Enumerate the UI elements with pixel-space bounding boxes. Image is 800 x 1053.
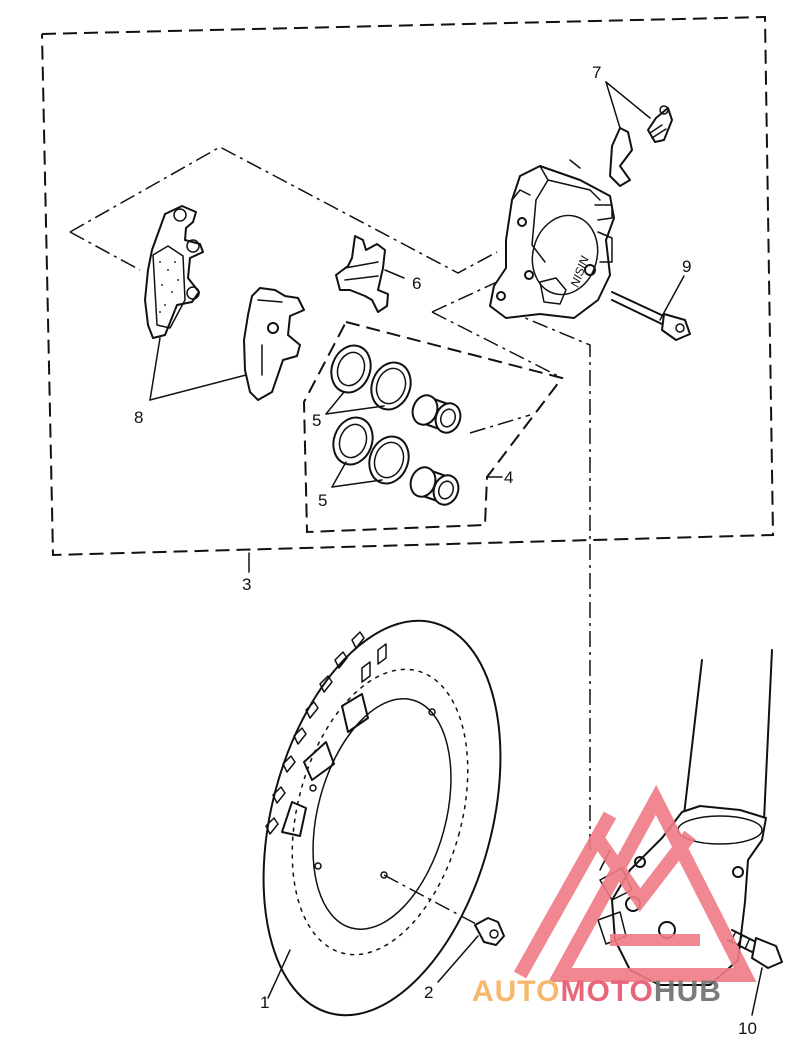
callout-1: 1 bbox=[260, 993, 269, 1012]
callout-3: 3 bbox=[242, 575, 251, 594]
brake-pad-right bbox=[243, 287, 305, 401]
callout-5b: 5 bbox=[318, 491, 327, 510]
watermark-text: AUTOMOTOHUB bbox=[472, 975, 722, 1008]
callout-2: 2 bbox=[424, 983, 433, 1002]
disc-bolt bbox=[474, 917, 505, 946]
callout-6: 6 bbox=[412, 274, 421, 293]
caliper-bolt bbox=[611, 291, 691, 341]
bleed-screw-cap bbox=[609, 127, 633, 187]
callout-10: 10 bbox=[738, 1019, 757, 1038]
callout-4: 4 bbox=[504, 468, 513, 487]
caliper-piston-2 bbox=[409, 466, 460, 506]
piston-seal-1 bbox=[330, 344, 372, 394]
callout-7: 7 bbox=[592, 63, 601, 82]
dust-seal-1 bbox=[370, 361, 412, 411]
piston-seal-2 bbox=[332, 416, 374, 466]
watermark-auto: AUTO bbox=[472, 975, 560, 1008]
bleed-screw bbox=[647, 105, 673, 143]
leader-lines bbox=[149, 81, 763, 1016]
reference-lines bbox=[69, 146, 591, 855]
pad-spring bbox=[335, 235, 389, 313]
callout-numbers: 1 2 3 4 5 5 6 7 8 9 10 bbox=[134, 63, 757, 1038]
brake-caliper-body: NISIN bbox=[489, 159, 615, 319]
watermark-triangle-logo bbox=[513, 785, 757, 982]
brake-pad-left bbox=[144, 205, 204, 339]
watermark: AUTOMOTOHUB bbox=[472, 785, 757, 1008]
caliper-piston-1 bbox=[411, 394, 462, 434]
callout-5a: 5 bbox=[312, 411, 321, 430]
caliper-assembly-boundary bbox=[41, 15, 775, 557]
callout-8: 8 bbox=[134, 408, 143, 427]
brake-disc bbox=[262, 619, 502, 1017]
watermark-hub: HUB bbox=[654, 975, 722, 1008]
watermark-moto: MOTO bbox=[560, 975, 653, 1008]
callout-9: 9 bbox=[682, 257, 691, 276]
dust-seal-2 bbox=[368, 435, 410, 485]
